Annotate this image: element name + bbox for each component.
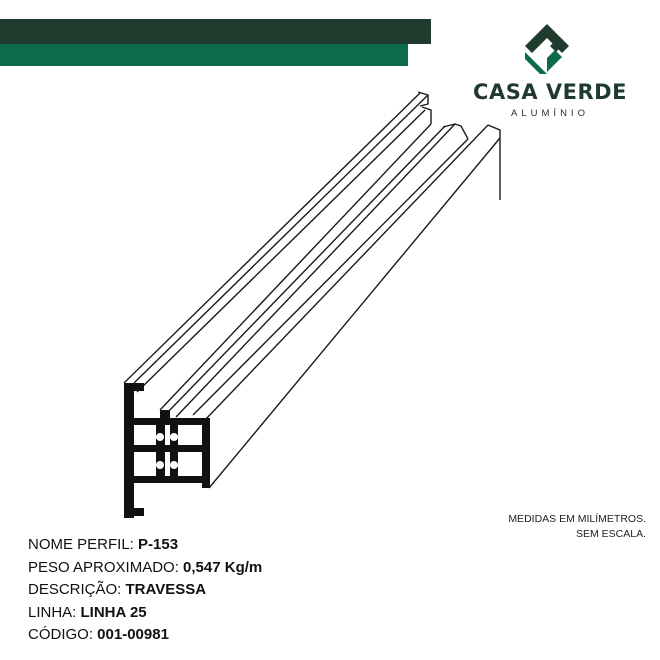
spec-label: LINHA:: [28, 603, 81, 621]
brand-logo: CASA VERDE ALUMÍNIO: [470, 22, 630, 122]
spec-label: NOME PERFIL:: [28, 536, 139, 553]
spec-label: DESCRIÇÃO:: [28, 581, 126, 598]
profile-edge: [165, 125, 446, 415]
profile-end-cap: [487, 124, 501, 138]
spec-label: PESO APROXIMADO:: [28, 558, 184, 576]
spec-value: TRAVESSA: [125, 581, 207, 598]
note-line-1: MEDIDAS EM MILÍMETROS.: [508, 513, 646, 525]
measurement-note: MEDIDAS EM MILÍMETROS. SEM ESCALA.: [508, 512, 646, 542]
spec-name: NOME PERFIL: P-153: [28, 534, 262, 557]
profile-end-cap: [421, 106, 432, 124]
profile-edge: [192, 138, 469, 416]
spec-value: 0,547 Kg/m: [183, 558, 263, 576]
spec-weight: PESO APROXIMADO: 0,547 Kg/m: [28, 557, 262, 580]
profile-specs: NOME PERFIL: P-153 PESO APROXIMADO: 0,54…: [28, 534, 262, 647]
note-line-2: SEM ESCALA.: [575, 528, 646, 540]
brand-name: CASA VERDE: [473, 80, 627, 104]
spec-description: DESCRIÇÃO: TRAVESSA: [28, 579, 262, 602]
spec-value: LINHA 25: [80, 603, 147, 621]
spec-value: P-153: [138, 536, 179, 553]
header-bar-dark: [0, 19, 431, 44]
spec-label: CÓDIGO:: [28, 626, 98, 643]
casa-verde-logo-icon: [525, 24, 569, 74]
profile-edge: [204, 124, 489, 421]
header-bar-green: [0, 44, 408, 66]
spec-line: LINHA: LINHA 25: [28, 602, 262, 625]
profile-end-cap: [417, 91, 429, 107]
profile-edge: [136, 109, 426, 393]
profile-edge: [133, 94, 429, 384]
profile-end-cap: [442, 123, 469, 140]
profile-edge: [208, 137, 501, 489]
brand-subtitle: ALUMÍNIO: [511, 108, 589, 119]
spec-code: CÓDIGO: 001-00981: [28, 624, 262, 647]
profile-edge: [123, 92, 421, 384]
profile-edge: [175, 123, 456, 418]
spec-value: 001-00981: [97, 626, 169, 643]
profile-edge: [159, 123, 432, 411]
